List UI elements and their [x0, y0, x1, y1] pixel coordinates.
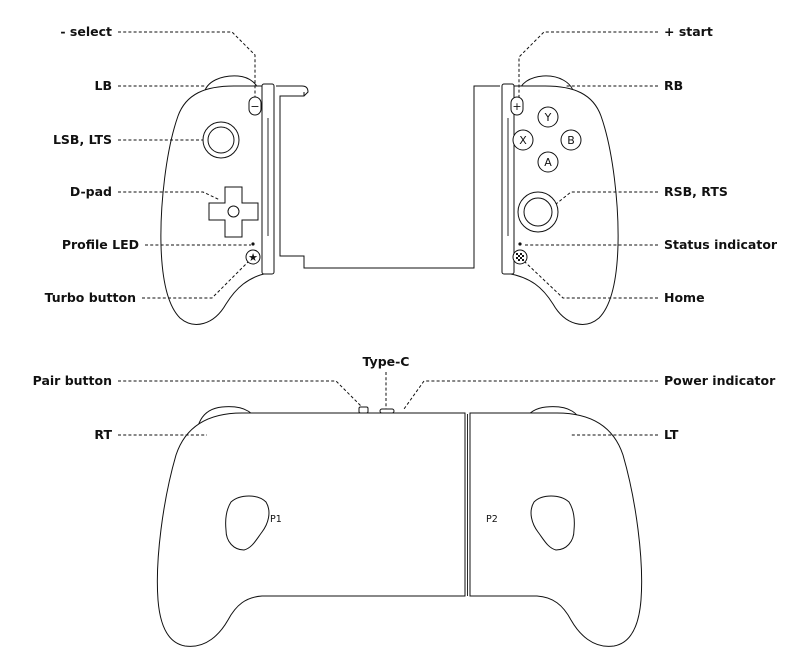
typec-port: [379, 408, 395, 414]
plus-glyph: +: [512, 100, 521, 113]
y-button[interactable]: [537, 106, 559, 128]
label-typec: Type-C: [363, 354, 410, 369]
front-view: − ★ + Y X B A: [45, 24, 778, 325]
label-select: - select: [60, 24, 112, 39]
y-button-label: Y: [544, 111, 552, 124]
turbo-button[interactable]: [245, 249, 261, 265]
b-button-label: B: [567, 134, 575, 147]
label-pair: Pair button: [33, 373, 112, 388]
back-view: P1 P2 Pair button Type-C Power indicator…: [33, 354, 776, 647]
home-icon: [516, 253, 524, 261]
a-button-label: A: [544, 156, 552, 169]
leader-power: [403, 380, 658, 410]
pair-button[interactable]: [358, 406, 369, 414]
x-button-label: X: [519, 134, 527, 147]
label-lsb-lts: LSB, LTS: [53, 132, 112, 147]
phone-holder-frame: [276, 85, 500, 269]
a-button[interactable]: [537, 151, 559, 173]
leader-turbo: [142, 261, 249, 299]
back-left-body: [156, 412, 466, 647]
p1-paddle[interactable]: [225, 495, 270, 551]
label-lt: LT: [664, 427, 679, 442]
label-status: Status indicator: [664, 237, 778, 252]
x-button[interactable]: [512, 129, 534, 151]
leader-rsb: [555, 191, 658, 205]
right-stick-cap: [523, 197, 553, 227]
star-icon: ★: [248, 251, 258, 264]
label-profile-led: Profile LED: [62, 237, 139, 252]
right-grip-body: [505, 85, 619, 325]
minus-glyph: −: [250, 100, 259, 113]
leader-select: [118, 31, 256, 97]
label-turbo: Turbo button: [45, 290, 136, 305]
p2-paddle[interactable]: [530, 495, 575, 551]
label-home: Home: [664, 290, 705, 305]
label-lb: LB: [95, 78, 113, 93]
label-rt: RT: [94, 427, 112, 442]
b-button[interactable]: [560, 129, 582, 151]
leader-home: [524, 261, 658, 299]
label-rb: RB: [664, 78, 683, 93]
label-dpad: D-pad: [70, 184, 112, 199]
leader-pair: [118, 380, 363, 408]
profile-led: [251, 242, 255, 246]
p1-label: P1: [270, 514, 282, 525]
leader-start: [518, 31, 658, 97]
dpad[interactable]: [208, 186, 259, 238]
p2-label: P2: [486, 514, 498, 525]
plus-button[interactable]: [510, 96, 524, 116]
left-stick-cap: [207, 126, 235, 154]
label-start: + start: [664, 24, 713, 39]
label-rsb-rts: RSB, RTS: [664, 184, 728, 199]
status-indicator: [518, 242, 522, 246]
label-power: Power indicator: [664, 373, 776, 388]
leader-dpad: [118, 191, 221, 201]
